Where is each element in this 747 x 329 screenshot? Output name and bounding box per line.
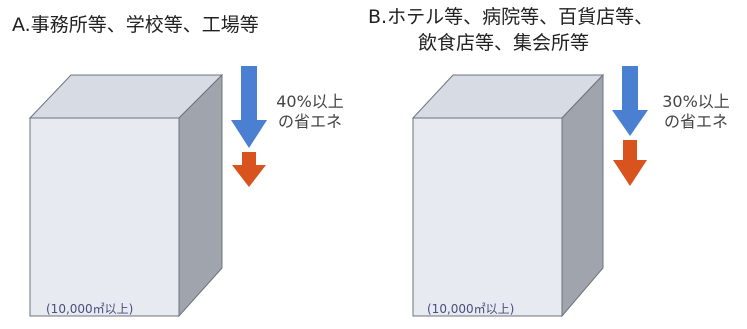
- reduction-label-b-line-2: の省エネ: [663, 112, 728, 131]
- reduction-label-a-line-1: 40%以上: [276, 92, 344, 111]
- reduction-label-b: 30%以上 の省エネ: [648, 92, 744, 132]
- reduction-label-b-line-1: 30%以上: [662, 92, 730, 111]
- arrow-down-blue-icon-a: [231, 66, 267, 148]
- building-block-b-front: [412, 117, 563, 317]
- panel-b-title-line-1: B.ホテル等、病院等、百貨店等、: [368, 6, 654, 28]
- panel-a-title: A.事務所等、学校等、工場等: [12, 14, 259, 36]
- arrow-down-orange-icon-b: [613, 140, 647, 186]
- reduction-label-a-line-2: の省エネ: [277, 112, 342, 131]
- building-block-a-front: [29, 117, 180, 317]
- arrow-down-orange-icon-a: [232, 152, 266, 187]
- area-note-a: (10,000㎡以上): [46, 302, 134, 316]
- building-block-b: [411, 73, 605, 318]
- building-block-a: [28, 73, 224, 318]
- reduction-label-a: 40%以上 の省エネ: [266, 92, 354, 132]
- panel-b-title-line-2: 飲食店等、集会所等: [418, 32, 590, 54]
- area-note-b: (10,000㎡以上): [427, 302, 515, 316]
- arrow-down-blue-icon-b: [612, 66, 648, 136]
